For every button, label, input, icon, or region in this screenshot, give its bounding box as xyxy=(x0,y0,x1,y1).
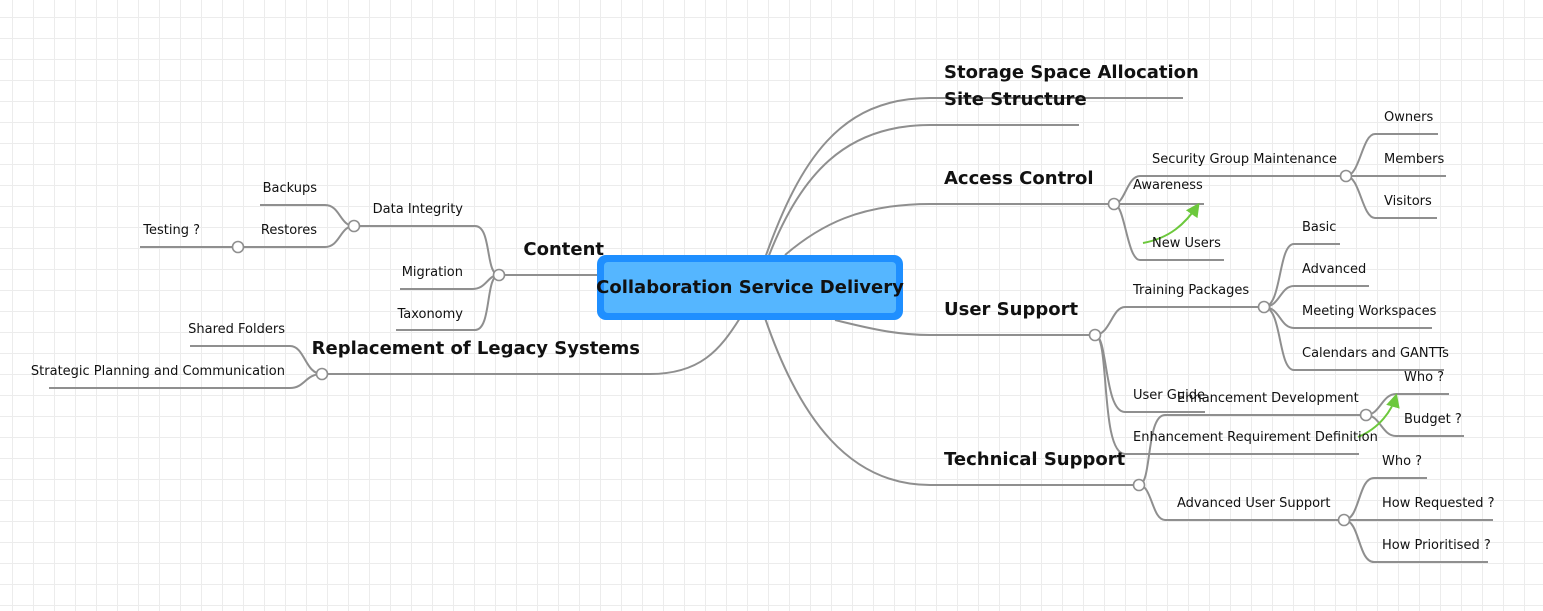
collapse-knob-legacy[interactable] xyxy=(315,367,329,381)
central-topic-fill xyxy=(604,262,896,313)
content-subtopics[interactable]: Data Integrity Backups Restores Testing … xyxy=(142,181,463,322)
subtopic-who-enh[interactable]: Who ? xyxy=(1404,370,1444,385)
subtopic-owners[interactable]: Owners xyxy=(1384,110,1433,125)
main-topics[interactable]: Storage Space Allocation Site Structure … xyxy=(312,62,1199,470)
central-topic[interactable]: Collaboration Service Delivery xyxy=(596,255,904,320)
edge-technical xyxy=(764,317,1139,486)
subtopic-meeting-workspaces[interactable]: Meeting Workspaces xyxy=(1302,304,1437,319)
subtopic-restores[interactable]: Restores xyxy=(261,223,317,238)
subtopic-basic[interactable]: Basic xyxy=(1302,220,1336,235)
topic-user-support[interactable]: User Support xyxy=(944,299,1078,320)
relationship-newusers-awareness xyxy=(1142,202,1200,244)
topic-access-control[interactable]: Access Control xyxy=(944,168,1094,189)
edge-access xyxy=(784,203,1114,256)
collapse-knob-enh-dev[interactable] xyxy=(1359,408,1373,422)
collapse-knob-technical[interactable] xyxy=(1132,478,1146,492)
topic-storage-space[interactable]: Storage Space Allocation xyxy=(944,62,1199,83)
legacy-subtopics[interactable]: Shared Folders Strategic Planning and Co… xyxy=(31,322,285,379)
user-support-subtopics[interactable]: Training Packages Basic Advanced Meeting… xyxy=(1132,220,1449,445)
access-control-subtopics[interactable]: Security Group Maintenance Owners Member… xyxy=(1133,110,1444,251)
subtopic-backups[interactable]: Backups xyxy=(263,181,318,196)
subtopic-members[interactable]: Members xyxy=(1384,152,1444,167)
subtopic-how-prioritised[interactable]: How Prioritised ? xyxy=(1382,538,1491,553)
edge-site xyxy=(767,124,1079,259)
subtopic-enh-requirement[interactable]: Enhancement Requirement Definition xyxy=(1133,430,1378,445)
topic-technical-support[interactable]: Technical Support xyxy=(944,449,1126,470)
subtopic-strategic-planning[interactable]: Strategic Planning and Communication xyxy=(31,364,285,379)
subtopic-visitors[interactable]: Visitors xyxy=(1384,194,1432,209)
collapse-knob-security-group[interactable] xyxy=(1339,169,1353,183)
subtopic-data-integrity[interactable]: Data Integrity xyxy=(373,202,464,217)
subtopic-new-users[interactable]: New Users xyxy=(1152,236,1221,251)
topic-content[interactable]: Content xyxy=(523,239,604,260)
collapse-knob-user-support[interactable] xyxy=(1088,328,1102,342)
subtopic-calendars[interactable]: Calendars and GANTTs xyxy=(1302,346,1449,361)
subtopic-advanced-user-support[interactable]: Advanced User Support xyxy=(1177,496,1331,511)
technical-support-subtopics[interactable]: Enhancement Development Who ? Budget ? A… xyxy=(1177,370,1495,553)
collapse-knob-training[interactable] xyxy=(1257,300,1271,314)
subtopic-testing[interactable]: Testing ? xyxy=(142,223,200,238)
subtopic-who-support[interactable]: Who ? xyxy=(1382,454,1422,469)
collapse-knob-advanced-support[interactable] xyxy=(1337,513,1351,527)
collapse-knob-restores[interactable] xyxy=(231,240,245,254)
topic-legacy-replacement[interactable]: Replacement of Legacy Systems xyxy=(312,338,640,359)
subtopic-security-group[interactable]: Security Group Maintenance xyxy=(1152,152,1337,167)
topic-site-structure[interactable]: Site Structure xyxy=(944,89,1087,110)
subtopic-migration[interactable]: Migration xyxy=(402,265,463,280)
collapse-knobs[interactable] xyxy=(231,169,1373,527)
collapse-knob-data-integrity[interactable] xyxy=(347,219,361,233)
edge-storage xyxy=(764,97,1183,259)
subtopic-how-requested[interactable]: How Requested ? xyxy=(1382,496,1495,511)
central-topic-label: Collaboration Service Delivery xyxy=(596,277,904,298)
collapse-knob-access-control[interactable] xyxy=(1107,197,1121,211)
edge-legacy xyxy=(322,317,741,375)
subtopic-advanced[interactable]: Advanced xyxy=(1302,262,1366,277)
relationship-arrows xyxy=(1142,202,1400,438)
subtopic-shared-folders[interactable]: Shared Folders xyxy=(188,322,285,337)
subtopic-enh-development[interactable]: Enhancement Development xyxy=(1177,391,1359,406)
edge-user-support xyxy=(834,319,1095,336)
subtopic-budget[interactable]: Budget ? xyxy=(1404,412,1462,427)
subtopic-awareness[interactable]: Awareness xyxy=(1133,178,1203,193)
relationship-enhreq-who xyxy=(1357,393,1400,438)
collapse-knob-content[interactable] xyxy=(492,268,506,282)
subtopic-taxonomy[interactable]: Taxonomy xyxy=(396,307,463,322)
subtopic-training[interactable]: Training Packages xyxy=(1132,283,1249,298)
subtopic-user-guide[interactable]: User Guide xyxy=(1133,388,1205,403)
